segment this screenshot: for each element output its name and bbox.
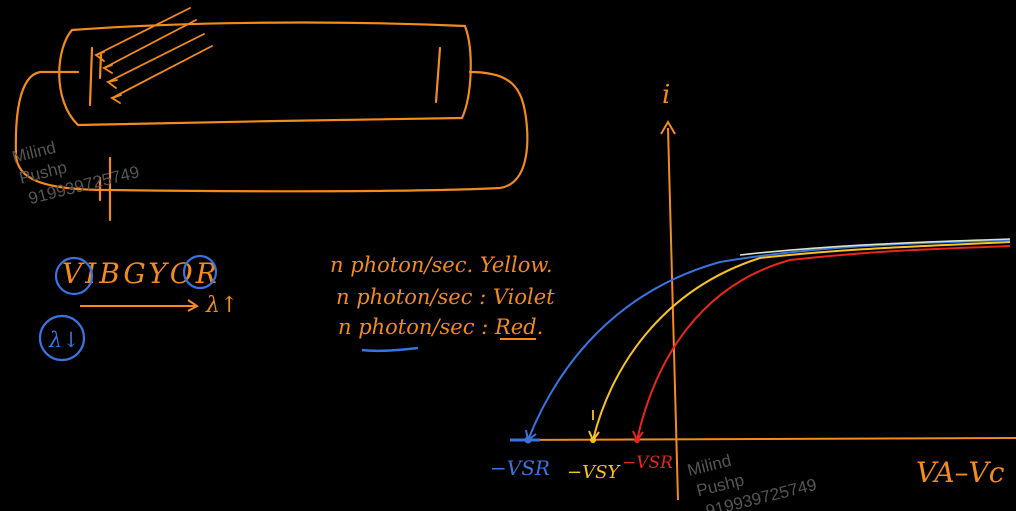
watermark-bottom-right: Milind Pushp 919939725749 [685, 451, 818, 511]
tube-top-edge [70, 21, 467, 32]
tube-bottom-edge [76, 116, 464, 127]
note-yellow: n photon/sec. Yellow. [330, 253, 553, 277]
violet-stop-point [524, 436, 532, 444]
yellow-stop-point [590, 437, 596, 443]
stop-label-yellow: −VSY [567, 462, 621, 483]
curve-red [636, 245, 1011, 441]
note-violet: n photon/sec : Violet [336, 285, 555, 309]
x-axis-label: VA–Vc [916, 456, 1005, 489]
photon-rate-notes: n photon/sec. Yellow. n photon/sec : Vio… [330, 253, 555, 353]
lambda-increase-label: λ↑ [205, 293, 238, 318]
tube-left-end [58, 28, 80, 127]
violet-circle [54, 256, 94, 296]
anode-plate [434, 46, 442, 104]
stop-label-red: −VSR [622, 453, 673, 473]
y-axis-arrowhead [660, 120, 676, 135]
light-rays [94, 7, 213, 104]
red-circle [182, 254, 218, 290]
x-axis [509, 437, 1016, 441]
lambda-decrease-label: λ↓ [48, 328, 80, 352]
y-axis [667, 127, 679, 501]
curve-yellow [592, 241, 1011, 441]
red-stop-point [634, 437, 640, 443]
watermark-top-left: Milind Pushp 919939725749 [10, 138, 141, 208]
photocurrent-graph: i VA–Vc −VSR −VSY −VSR [490, 80, 1016, 501]
lambda-decrease-circle [38, 314, 86, 362]
y-axis-label: i [662, 80, 670, 110]
curve-violet [527, 239, 1011, 441]
spectrum-note: VIBGYOR λ↑ λ↓ [38, 254, 238, 362]
curve-green [739, 238, 1011, 256]
circuit-wire [14, 70, 529, 193]
wavelength-arrow [80, 299, 199, 312]
cathode-plate [88, 46, 94, 107]
stop-label-violet: −VSR [490, 456, 550, 480]
note-underline [361, 346, 419, 353]
note-red: n photon/sec : Red. [338, 315, 543, 339]
